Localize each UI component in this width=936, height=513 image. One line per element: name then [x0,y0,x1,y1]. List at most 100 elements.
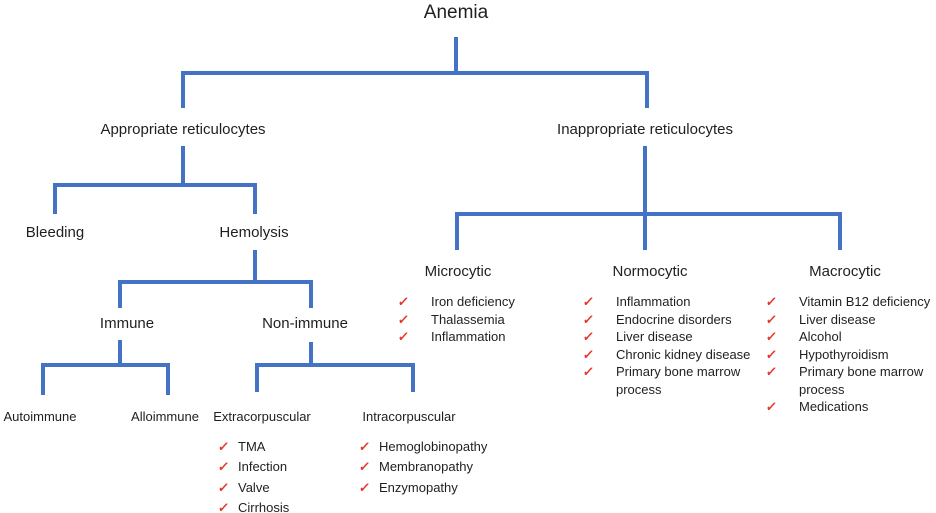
checklist-item: ✓ Inflammation [396,328,551,346]
node-immune: Immune [99,315,155,332]
checklist-item: ✓ Liver disease [581,328,766,346]
node-normocytic: Normocytic [612,263,688,280]
connector-nonimmune-stem [309,342,313,367]
checklist-item: ✓Thalassemia [396,311,551,329]
check-icon: ✓ [217,439,231,454]
extracorpuscular-checklist: ✓ TMA ✓ Infection ✓ Valve ✓ Cirrhosis [217,437,348,513]
node-bleeding: Bleeding [25,224,85,241]
checklist-item: ✓ Alcohol [764,328,936,346]
node-non-immune: Non-immune [262,315,348,332]
checklist-item-label: Membranopathy [379,459,473,475]
connector-macrocytic-drop [838,212,842,250]
connector-hemolysis-drop [253,183,257,214]
node-macrocytic: Macrocytic [809,263,881,280]
check-icon: ✓ [396,294,410,309]
connector-alloimmune-drop [166,363,170,395]
checklist-item: ✓ Cirrhosis [217,498,348,513]
checklist-item-label: Valve [238,479,270,495]
checklist-item-label: Endocrine disorders [616,311,732,327]
check-icon: ✓ [581,311,595,327]
check-icon: ✓ [764,346,778,362]
root-node-anemia: Anemia [423,2,489,23]
checklist-item-label: Inflammation [616,294,691,309]
connector-appropriate-stem [181,146,185,187]
connector-top-horizontal [181,71,649,75]
connector-hemolysis-horizontal [118,280,313,284]
connector-hemolysis-stem [253,250,257,284]
node-autoimmune: Autoimmune [3,409,77,424]
checklist-item: ✓ TMA [217,437,348,457]
check-icon: ✓ [358,479,372,495]
check-icon: ✓ [764,364,778,379]
node-microcytic: Microcytic [424,263,492,280]
checklist-item: ✓ Primary bone marrow process [581,363,766,398]
checklist-item-label: TMA [238,439,266,454]
checklist-item-label: Liver disease [616,329,693,344]
check-icon: ✓ [581,294,595,309]
connector-immune-drop [118,280,122,308]
checklist-item-label: Medications [799,399,869,414]
checklist-item: ✓ Primary bone marrow process [764,363,936,398]
checklist-item: ✓ Endocrine disorders [581,311,766,329]
check-icon: ✓ [764,399,778,414]
checklist-item: ✓Iron deficiency [396,293,551,311]
check-icon: ✓ [217,479,231,495]
intracorpuscular-checklist: ✓ Hemoglobinopathy ✓ Membranopathy ✓ Enzymopa… [358,437,509,498]
connector-right-horizontal [455,212,842,216]
connector-intracorpuscular-drop [411,363,415,392]
node-appropriate-reticulocytes: Appropriate reticulocytes [100,121,266,138]
checklist-item: ✓ Membranopathy [358,457,509,477]
connector-anemia-stem [454,37,458,75]
checklist-item-label: Chronic kidney disease [616,346,751,362]
checklist-item-label: Inflammation [431,329,506,344]
check-icon: ✓ [764,329,778,344]
checklist-item-label: Liver disease [799,311,876,327]
checklist-item: ✓ Medications [764,398,936,416]
checklist-item-label: Alcohol [799,329,842,344]
connector-autoimmune-drop [41,363,45,395]
check-icon: ✓ [396,329,410,344]
check-icon: ✓ [217,459,231,475]
connector-inappropriate-drop [645,71,649,108]
check-icon: ✓ [358,459,372,475]
check-icon: ✓ [358,439,372,454]
node-extracorpuscular: Extracorpuscular [213,409,311,424]
connector-nonimmune-drop [309,280,313,308]
checklist-item-label: Primary bone marrow process [799,364,924,397]
check-icon: ✓ [764,294,778,309]
checklist-item: ✓ Valve [217,478,348,498]
checklist-item-label: Vitamin B12 deficiency [799,294,931,309]
checklist-item-label: Enzymopathy [379,479,458,495]
checklist-item-label: Infection [238,459,288,475]
check-icon: ✓ [396,311,410,327]
check-icon: ✓ [581,364,595,379]
connector-left2-horizontal [53,183,257,187]
node-intracorpuscular: Intracorpuscular [362,409,456,424]
checklist-item: ✓ Vitamin B12 deficiency [764,293,936,311]
check-icon: ✓ [217,499,231,513]
connector-appropriate-drop [181,71,185,108]
normocytic-checklist: ✓ Inflammation ✓ Endocrine disorders ✓ Liver … [581,293,766,398]
connector-extracorpuscular-drop [255,363,259,392]
connector-nonimmune-horizontal [255,363,415,367]
node-inappropriate-reticulocytes: Inappropriate reticulocytes [557,121,733,138]
checklist-item: ✓ Hemoglobinopathy [358,437,509,457]
macrocytic-checklist: ✓ Vitamin B12 deficiency ✓ Liver disease ✓ Al… [764,293,936,416]
checklist-item-label: Hypothyroidism [799,346,889,362]
connector-immune-stem [118,340,122,367]
checklist-item-label: Cirrhosis [238,499,290,513]
check-icon: ✓ [581,346,595,362]
check-icon: ✓ [764,311,778,327]
checklist-item: ✓ Hypothyroidism [764,346,936,364]
checklist-item: ✓ Chronic kidney disease [581,346,766,364]
checklist-item-label: Primary bone marrow process [616,364,741,397]
checklist-item: ✓ Enzymopathy [358,478,509,498]
node-alloimmune: Alloimmune [131,409,199,424]
check-icon: ✓ [581,329,595,344]
connector-bleeding-drop [53,183,57,214]
connector-microcytic-drop [455,212,459,250]
node-hemolysis: Hemolysis [219,224,289,241]
checklist-item-label: Hemoglobinopathy [379,439,488,454]
microcytic-checklist: ✓Iron deficiency✓Thalassemia✓Inflammatio… [396,293,551,346]
